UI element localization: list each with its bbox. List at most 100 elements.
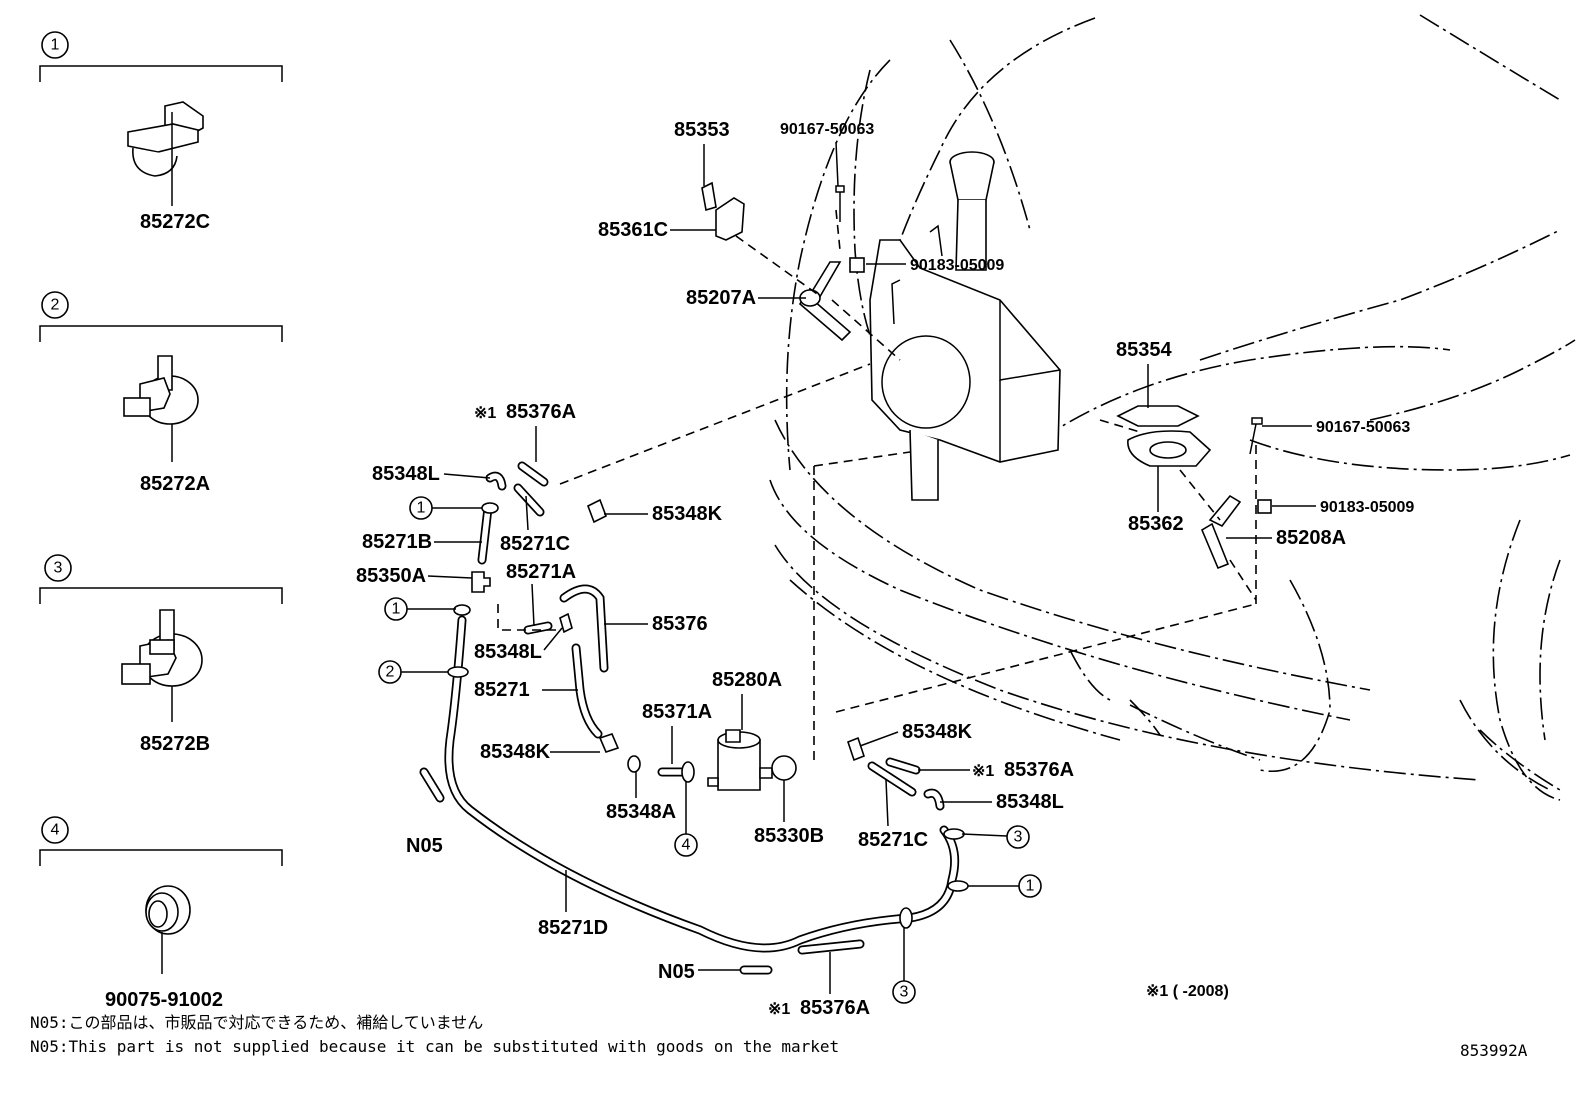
clamp-icon bbox=[681, 761, 695, 783]
assembly-dashed-lines bbox=[497, 209, 1257, 760]
grommet-85348a-icon bbox=[627, 755, 641, 773]
label-85353: 85353 bbox=[674, 119, 730, 141]
label-85350a: 85350A bbox=[356, 565, 426, 587]
label-85362: 85362 bbox=[1128, 513, 1184, 535]
label-85348l-mid: 85348L bbox=[474, 641, 542, 663]
label-85330b: 85330B bbox=[754, 825, 824, 847]
legend-item-4: 4 90075-91002 bbox=[39, 816, 283, 1011]
label-85207a: 85207A bbox=[686, 287, 756, 309]
label-90167-50063-top: 90167-50063 bbox=[780, 121, 874, 138]
cap-85354-icon bbox=[1116, 405, 1200, 427]
callout-circle bbox=[41, 816, 69, 844]
joint-85348k-icon bbox=[586, 498, 608, 524]
washer-pump-85280a bbox=[707, 729, 797, 791]
legend-panel: 1 85272C 2 85272A bbox=[39, 31, 283, 1011]
vehicle-body-outline bbox=[769, 14, 1576, 801]
label-85271: 85271 bbox=[474, 679, 530, 701]
joint-85348k-icon bbox=[847, 736, 865, 762]
tee-85350a-icon bbox=[471, 571, 491, 593]
callout-circle bbox=[41, 31, 69, 59]
callout-circle bbox=[41, 291, 69, 319]
legend-item-1: 1 85272C bbox=[39, 31, 283, 233]
callout-circle bbox=[44, 554, 72, 582]
grommet-85330b-icon bbox=[771, 755, 797, 781]
label-85376a-bottom: 85376A bbox=[800, 997, 870, 1019]
clip-90183-icon bbox=[849, 257, 865, 273]
label-90167-50063-right: 90167-50063 bbox=[1316, 419, 1410, 436]
applicability-note: ※1 ( -2008) bbox=[1146, 983, 1229, 1000]
svg-text:4: 4 bbox=[682, 837, 691, 854]
legend-bracket bbox=[39, 325, 283, 342]
callout-number: 2 bbox=[51, 297, 60, 314]
label-n05-bottom: N05 bbox=[658, 961, 695, 983]
svg-text:1: 1 bbox=[1026, 878, 1035, 895]
drawing-id: 853992A bbox=[1460, 1041, 1528, 1060]
callout-3 bbox=[1006, 825, 1030, 849]
label-85348k-top: 85348K bbox=[652, 503, 723, 525]
label-85348l-top: 85348L bbox=[372, 463, 440, 485]
svg-text:2: 2 bbox=[386, 664, 395, 681]
label-85280a: 85280A bbox=[712, 669, 782, 691]
screw-icon bbox=[835, 185, 845, 222]
label-90183-05009-right: 90183-05009 bbox=[1320, 499, 1414, 516]
label-85348k-right: 85348K bbox=[902, 721, 973, 743]
part-label: 85272C bbox=[140, 211, 210, 233]
label-85361c: 85361C bbox=[598, 219, 668, 241]
legend-item-2: 2 85272A bbox=[39, 291, 283, 495]
label-85376: 85376 bbox=[652, 613, 708, 635]
label-85371a: 85371A bbox=[642, 701, 712, 723]
label-85271a: 85271A bbox=[506, 561, 576, 583]
clip-85272b-icon bbox=[121, 609, 203, 687]
label-n05-left: N05 bbox=[406, 835, 443, 857]
label-85354: 85354 bbox=[1116, 339, 1172, 361]
part-label: 90075-91002 bbox=[105, 989, 223, 1011]
callout-number: 4 bbox=[51, 822, 60, 839]
elbow-85348l-icon bbox=[559, 612, 573, 634]
svg-text:1: 1 bbox=[392, 601, 401, 618]
nozzle-assembly-left bbox=[701, 181, 865, 342]
legend-bracket bbox=[39, 65, 283, 82]
label-85348k-mid: 85348K bbox=[480, 741, 551, 763]
label-85271b: 85271B bbox=[362, 531, 432, 553]
footer-notes: N05:この部品は、市販品で対応できるため、補給していません N05:This … bbox=[30, 1013, 1528, 1060]
legend-item-3: 3 85272B bbox=[39, 554, 283, 755]
callout-number: 1 bbox=[51, 37, 60, 54]
svg-text:1: 1 bbox=[417, 500, 426, 517]
fittings bbox=[447, 498, 969, 929]
note-japanese: N05:この部品は、市販品で対応できるため、補給していません bbox=[30, 1013, 483, 1032]
clip-90183-icon bbox=[1257, 499, 1272, 514]
label-85348l-right: 85348L bbox=[996, 791, 1064, 813]
label-85376a-top: 85376A bbox=[506, 401, 576, 423]
hose-network bbox=[419, 461, 960, 975]
cover-85361c-icon bbox=[715, 197, 745, 241]
legend-bracket bbox=[39, 587, 283, 604]
ref-mark-1: ※1 bbox=[972, 763, 994, 780]
label-85271c-right: 85271C bbox=[858, 829, 928, 851]
joint-85348k-icon bbox=[598, 733, 620, 753]
note-english: N05:This part is not supplied because it… bbox=[30, 1037, 839, 1056]
ref-mark-1: ※1 bbox=[474, 405, 496, 422]
clip-85272c-icon bbox=[127, 101, 204, 177]
part-label: 85272B bbox=[140, 733, 210, 755]
washer-nozzle-85208a-icon bbox=[1200, 494, 1242, 570]
washer-nozzle-85207a-icon bbox=[798, 261, 852, 342]
clip-85272a-icon bbox=[123, 355, 199, 425]
svg-text:3: 3 bbox=[900, 984, 909, 1001]
hose-clamp-icon bbox=[145, 885, 191, 935]
label-85271c-top: 85271C bbox=[500, 533, 570, 555]
svg-text:3: 3 bbox=[1014, 829, 1023, 846]
part-label: 85272A bbox=[140, 473, 210, 495]
label-85271d: 85271D bbox=[538, 917, 608, 939]
cap-85353-icon bbox=[701, 181, 717, 212]
label-85348a: 85348A bbox=[606, 801, 676, 823]
label-85376a-right: 85376A bbox=[1004, 759, 1074, 781]
nozzle-assembly-right bbox=[1116, 405, 1272, 570]
label-90183-05009-top: 90183-05009 bbox=[910, 257, 1004, 274]
washer-tank bbox=[869, 151, 1061, 501]
screw-icon bbox=[1249, 417, 1263, 455]
ref-mark-1: ※1 bbox=[768, 1001, 790, 1018]
part-labels: 85353 90167-50063 85361C 90183-05009 852… bbox=[356, 119, 1414, 1019]
legend-bracket bbox=[39, 849, 283, 866]
callout-number: 3 bbox=[54, 560, 63, 577]
